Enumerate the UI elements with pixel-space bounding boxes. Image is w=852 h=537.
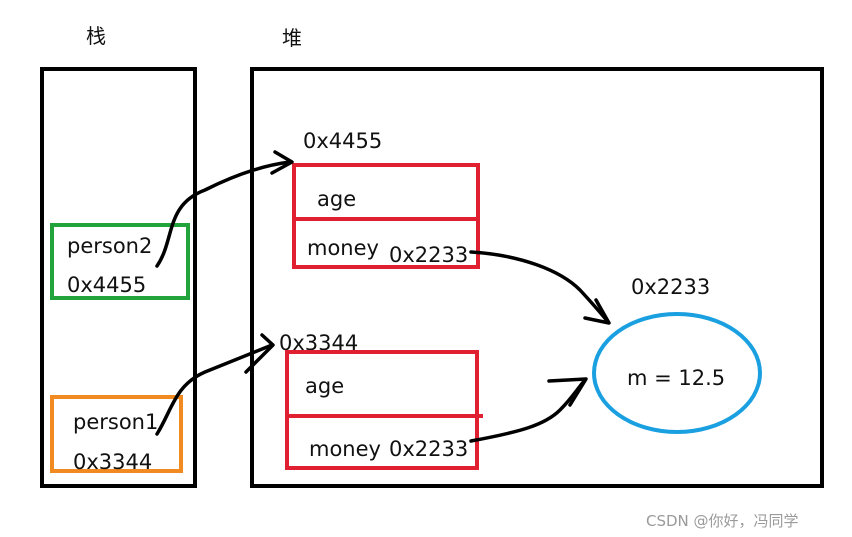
heap-region xyxy=(250,67,824,488)
arrowhead-person2 xyxy=(270,150,294,175)
object-bottom-money-value: 0x2233 xyxy=(389,437,469,461)
person2-name: person2 xyxy=(67,234,153,258)
person2-address: 0x4455 xyxy=(67,273,147,297)
person1-address: 0x3344 xyxy=(73,450,153,474)
object-top-divider xyxy=(292,217,480,221)
object-bottom-age-field: age xyxy=(305,374,345,398)
object-bottom-box xyxy=(285,350,479,470)
stack-title: 栈 xyxy=(86,24,106,48)
object-bottom-divider xyxy=(285,414,483,418)
object-top-address: 0x4455 xyxy=(303,129,383,153)
money-object-address: 0x2233 xyxy=(631,275,711,299)
person1-name: person1 xyxy=(73,410,159,434)
arrow-bottom-money-to-ellipse xyxy=(469,378,587,443)
money-object-ellipse xyxy=(592,312,762,434)
money-object-content: m = 12.5 xyxy=(627,366,726,390)
arrowhead-bottom-money xyxy=(547,377,588,407)
watermark: CSDN @你好，冯同学 xyxy=(646,512,799,530)
stack-region xyxy=(40,67,197,488)
arrowhead-person1 xyxy=(244,333,275,374)
object-top-age-field: age xyxy=(317,187,357,211)
heap-title: 堆 xyxy=(282,26,302,50)
arrow-top-money-to-ellipse xyxy=(469,250,610,324)
person2-variable-box xyxy=(50,223,190,300)
person1-variable-box xyxy=(50,395,183,473)
object-top-box xyxy=(292,163,480,269)
object-top-money-field: money xyxy=(307,236,379,260)
object-top-money-value: 0x2233 xyxy=(389,243,469,267)
arrow-person1-to-object-bottom xyxy=(155,343,274,436)
arrowhead-top-money xyxy=(583,298,611,325)
arrow-person2-to-object-top xyxy=(155,160,292,268)
object-bottom-money-field: money xyxy=(309,437,381,461)
